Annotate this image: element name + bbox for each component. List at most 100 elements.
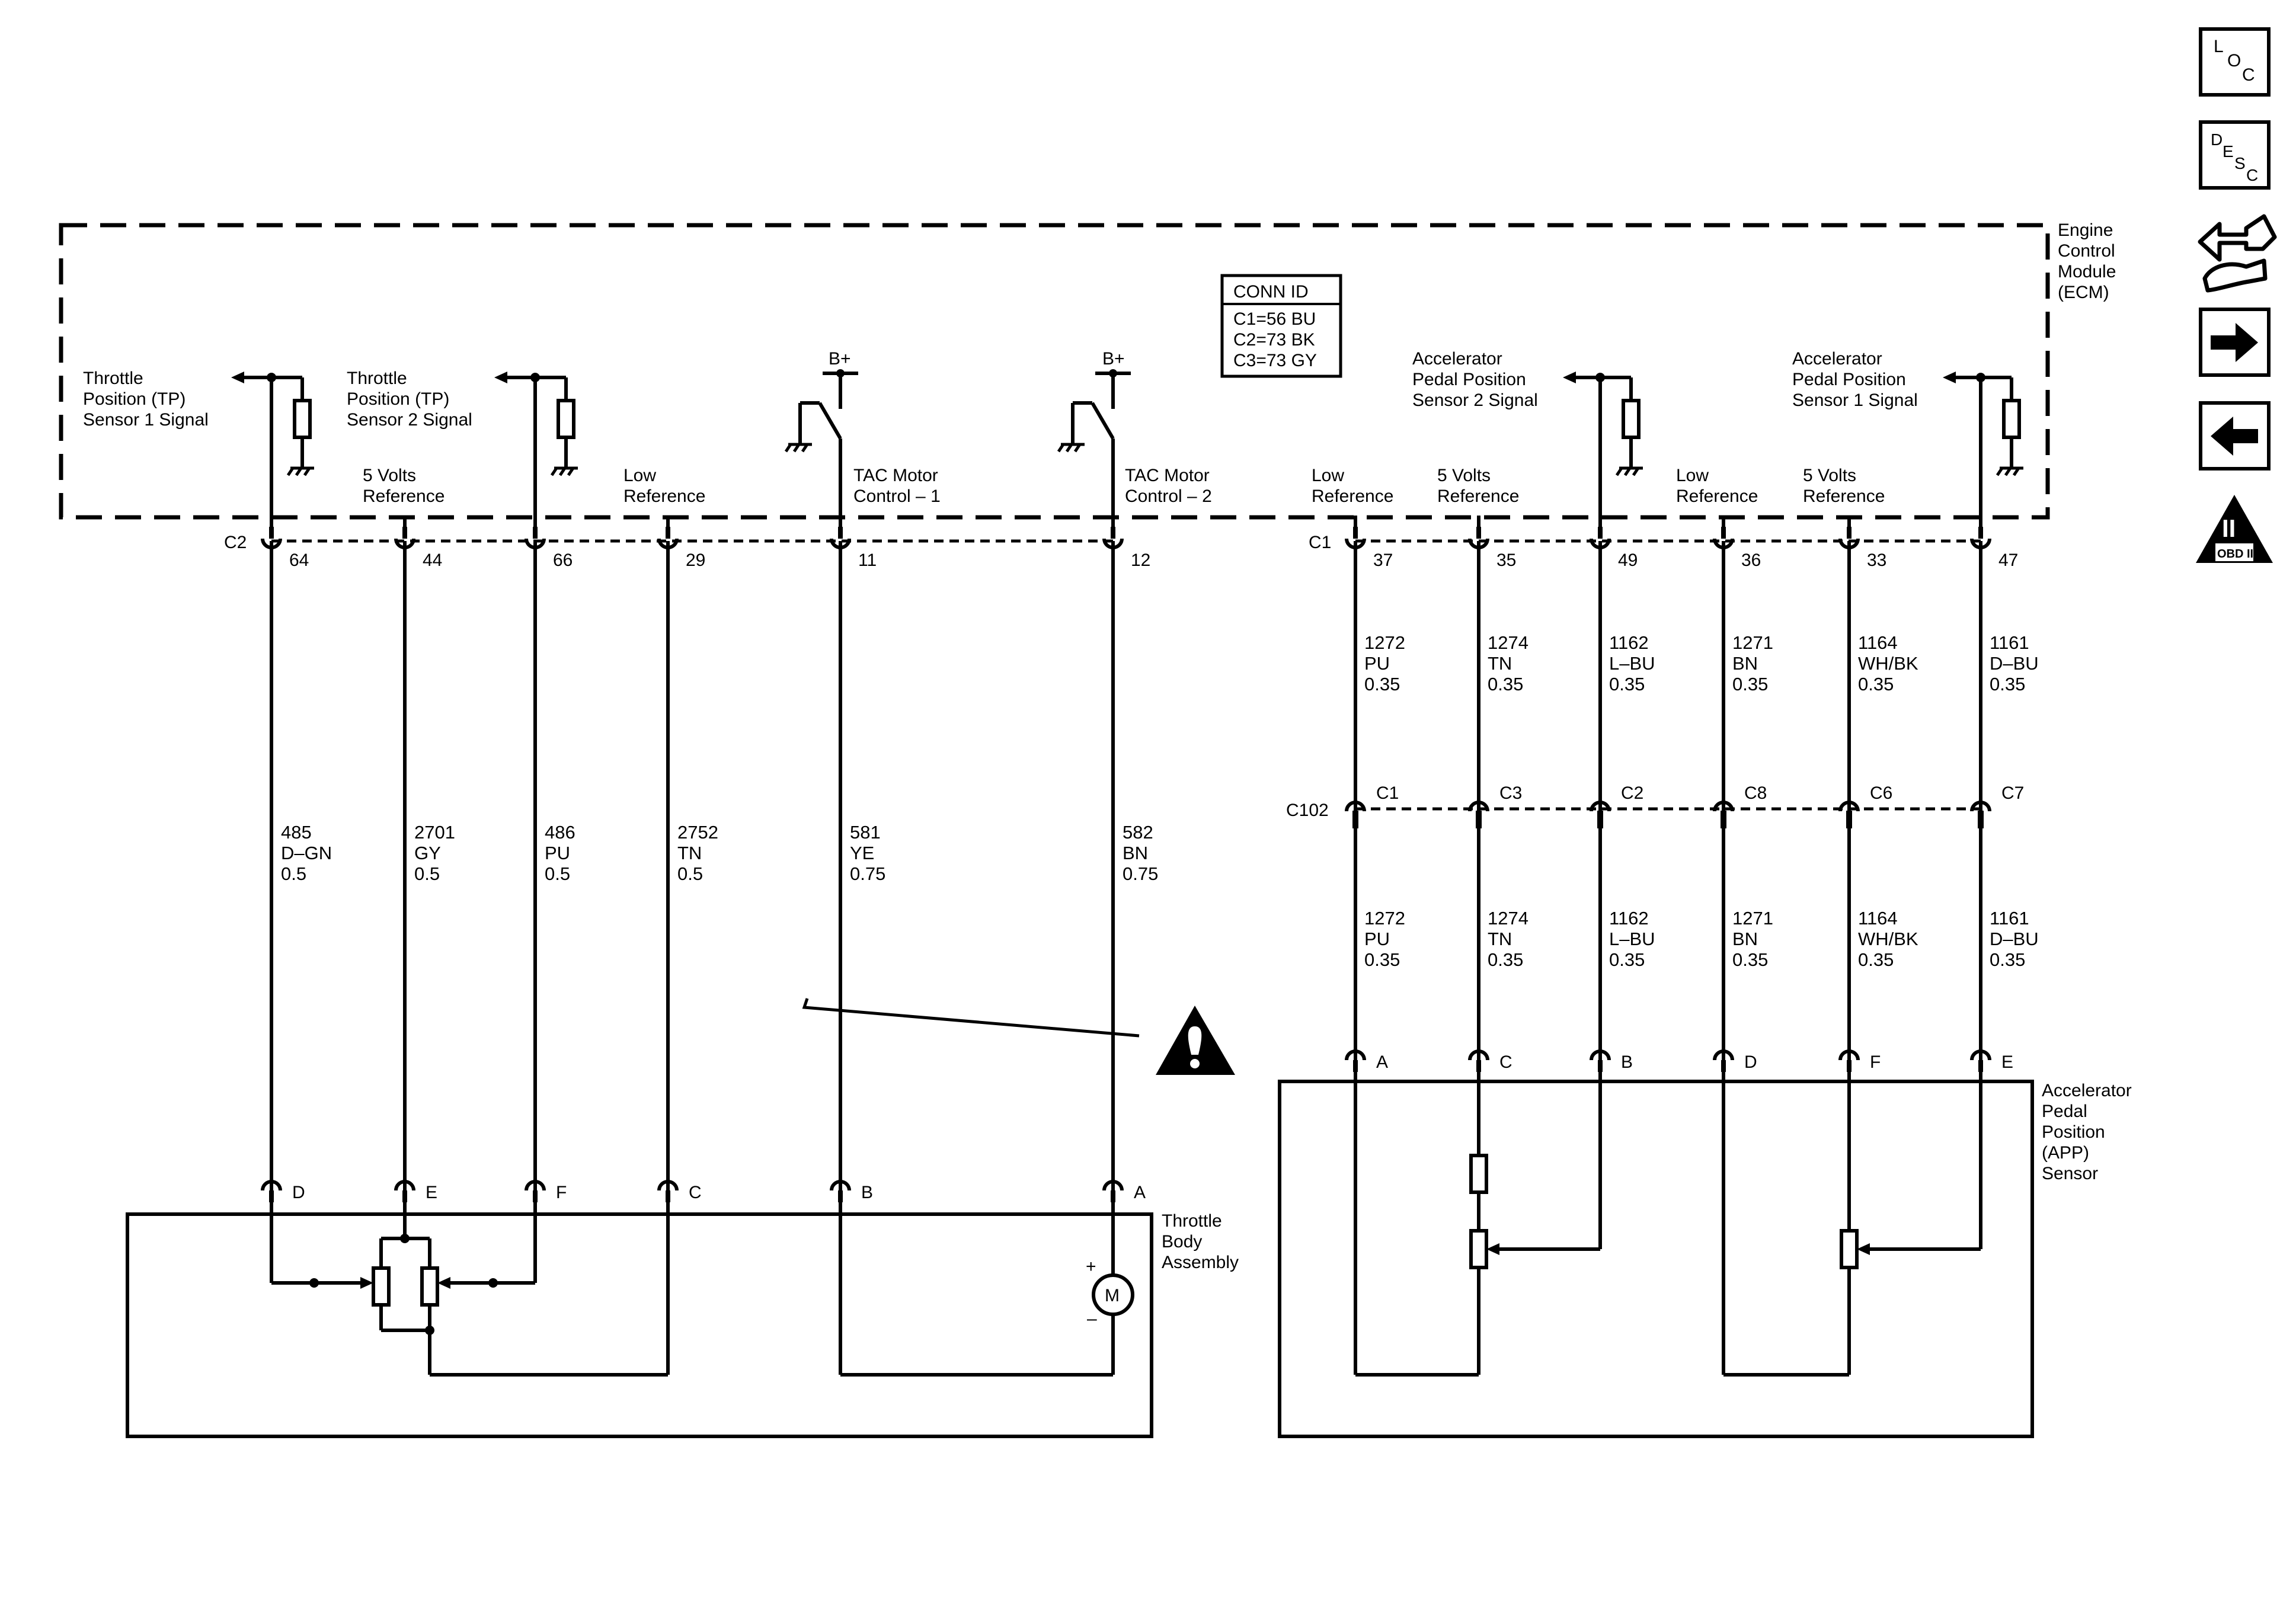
component-pin-letter-tp1: D bbox=[292, 1183, 305, 1202]
svg-text:OBD II: OBD II bbox=[2217, 548, 2253, 561]
wire-label-app1sig-l1: 1161 bbox=[1990, 908, 2029, 929]
wire-label-top-app2low-l3: 0.35 bbox=[1364, 674, 1400, 694]
component-pin-letter-app1low: D bbox=[1744, 1052, 1757, 1072]
wire-label-top-app1ref-l3: 0.35 bbox=[1858, 674, 1894, 694]
wire-label-top-app2low-l2: PU bbox=[1364, 653, 1390, 674]
svg-text:C: C bbox=[2242, 65, 2255, 85]
next-arrow-icon[interactable] bbox=[2199, 308, 2271, 377]
ecm-pin-app2sig bbox=[1590, 527, 1611, 549]
wire-label-tplow-l2: TN bbox=[677, 843, 702, 863]
svg-text:O: O bbox=[2227, 51, 2241, 71]
wire-label-tp1-l2: D–GN bbox=[281, 843, 332, 863]
ecm-pin-number-tac2: 12 bbox=[1131, 550, 1150, 570]
motor-symbol bbox=[1092, 1273, 1134, 1316]
throttle-body-assembly: Throttle Body Assembly bbox=[126, 1188, 1239, 1438]
wire-label-top-app1sig-l1: 1161 bbox=[1990, 632, 2029, 653]
b-plus-label-1: B+ bbox=[829, 349, 851, 369]
app-sensor-label-l2: Pedal bbox=[2042, 1102, 2087, 1121]
wire-label-app1ref-l3: 0.35 bbox=[1858, 949, 1894, 970]
motor-minus: – bbox=[1087, 1309, 1097, 1329]
svg-text:II: II bbox=[2222, 514, 2236, 542]
motor-label: M bbox=[1105, 1286, 1120, 1305]
ground-icon bbox=[784, 443, 812, 453]
wire-label-app1low-l1: 1271 bbox=[1732, 908, 1773, 929]
app-sensor-label-l4: (APP) bbox=[2042, 1143, 2089, 1163]
tac2-label-l2: Control – 2 bbox=[1125, 486, 1212, 506]
app2ref-label-l1: 5 Volts bbox=[1437, 466, 1491, 485]
wrench-icon[interactable] bbox=[2198, 214, 2277, 293]
ecm-pin-tac2 bbox=[1102, 527, 1124, 549]
wire-label-top-app1low-l3: 0.35 bbox=[1732, 674, 1768, 694]
component-pin-letter-tplow: C bbox=[689, 1183, 702, 1202]
wire-label-top-app1sig-l2: D–BU bbox=[1990, 653, 2039, 674]
app1-signal-label-l1: Accelerator bbox=[1792, 349, 1882, 369]
obd-ii-icon[interactable]: II OBD II bbox=[2196, 495, 2273, 563]
component-pin-letter-tp5v: E bbox=[426, 1183, 437, 1202]
desc-icon[interactable]: D E S C bbox=[2199, 120, 2271, 190]
nav-icons: L O C D E S C II OBD II bbox=[2196, 27, 2277, 563]
ecm-pin-app1low bbox=[1713, 527, 1734, 549]
ecm-pin-tp2 bbox=[525, 527, 546, 549]
svg-text:E: E bbox=[2223, 142, 2234, 161]
ecm-pin-number-tp5v: 44 bbox=[423, 550, 442, 570]
app1ref-label-l1: 5 Volts bbox=[1803, 466, 1856, 485]
wire-label-tp5v-l1: 2701 bbox=[414, 822, 455, 843]
warning-icon bbox=[1156, 1006, 1235, 1075]
ecm-pin-app1sig bbox=[1970, 527, 1991, 549]
wire-label-app2low-l3: 0.35 bbox=[1364, 949, 1400, 970]
app2-signal-label-l2: Pedal Position bbox=[1412, 370, 1526, 389]
wire-label-tp1-l1: 485 bbox=[281, 822, 312, 843]
wire-label-tac2-l1: 582 bbox=[1123, 822, 1153, 843]
c102-pin-label-app2sig: C2 bbox=[1621, 783, 1643, 803]
harness-wires bbox=[270, 541, 1982, 1188]
wire-label-top-app2ref-l3: 0.35 bbox=[1488, 674, 1523, 694]
ecm-internal-circuits bbox=[242, 372, 2021, 529]
ecm-boundary bbox=[59, 223, 2050, 520]
tplow-label-l1: Low bbox=[623, 466, 656, 485]
c102-pin-label-app1low: C8 bbox=[1744, 783, 1767, 803]
ecm-pin-number-app1sig: 47 bbox=[1998, 550, 2018, 570]
wire-label-app2sig-l1: 1162 bbox=[1609, 908, 1649, 929]
loc-icon[interactable]: L O C bbox=[2199, 27, 2271, 97]
wire-label-tac1-l1: 581 bbox=[850, 822, 881, 843]
tp2-signal-label-l1: Throttle bbox=[347, 369, 407, 388]
wire-label-app2ref-l2: TN bbox=[1488, 929, 1512, 949]
tp1-signal-label-l1: Throttle bbox=[83, 369, 143, 388]
app2-signal-label-l3: Sensor 2 Signal bbox=[1412, 391, 1538, 410]
tp5v-label-l1: 5 Volts bbox=[363, 466, 416, 485]
c102-pin-stub-app2low bbox=[1352, 811, 1358, 828]
wire-label-top-app1ref-l2: WH/BK bbox=[1858, 653, 1918, 674]
tp5v-label-l2: Reference bbox=[363, 486, 445, 506]
component-pin-letter-tac1: B bbox=[861, 1183, 873, 1202]
throttle-body-label-l2: Body bbox=[1162, 1232, 1202, 1251]
app-sensor-outline bbox=[1278, 1080, 2034, 1438]
app1low-label-l1: Low bbox=[1676, 466, 1709, 485]
component-pin-letter-app2sig: B bbox=[1621, 1052, 1633, 1072]
app2low-label-l2: Reference bbox=[1312, 486, 1393, 506]
prev-arrow-icon[interactable] bbox=[2199, 401, 2271, 470]
ground-icon bbox=[550, 466, 578, 476]
wire-label-app2low-l1: 1272 bbox=[1364, 908, 1405, 929]
tp1-signal-label-l2: Position (TP) bbox=[83, 389, 186, 409]
ecm-pin-tp1 bbox=[261, 527, 282, 549]
wire-label-top-app1ref-l1: 1164 bbox=[1858, 632, 1898, 653]
ecm-pin-app2ref bbox=[1468, 527, 1489, 549]
motor-plus: + bbox=[1086, 1257, 1096, 1276]
app-sensor-label-l1: Accelerator bbox=[2042, 1081, 2132, 1100]
c102-pin-label-app2low: C1 bbox=[1376, 783, 1399, 803]
c102-pin-stub-app2ref bbox=[1476, 811, 1482, 828]
connector-pins: 64D44E66F29C11B12A37AC135CC349BC236DC833… bbox=[261, 527, 2024, 1202]
c102-pin-stub-app2sig bbox=[1597, 811, 1603, 828]
conn-id-line3: C3=73 GY bbox=[1233, 351, 1317, 370]
wire-label-tp2-l2: PU bbox=[545, 843, 570, 863]
app-sensor-assembly: Accelerator Pedal Position (APP) Sensor bbox=[1278, 1058, 2132, 1438]
tac1-label-l2: Control – 1 bbox=[853, 486, 941, 506]
ecm-title-line3: Module bbox=[2058, 262, 2116, 281]
c102-pin-label-app2ref: C3 bbox=[1499, 783, 1522, 803]
app1low-label-l2: Reference bbox=[1676, 486, 1758, 506]
svg-text:L: L bbox=[2214, 37, 2224, 56]
ground-icon bbox=[1996, 466, 2023, 476]
ecm-pin-number-app2sig: 49 bbox=[1618, 550, 1638, 570]
tac2-label-l1: TAC Motor bbox=[1125, 466, 1210, 485]
